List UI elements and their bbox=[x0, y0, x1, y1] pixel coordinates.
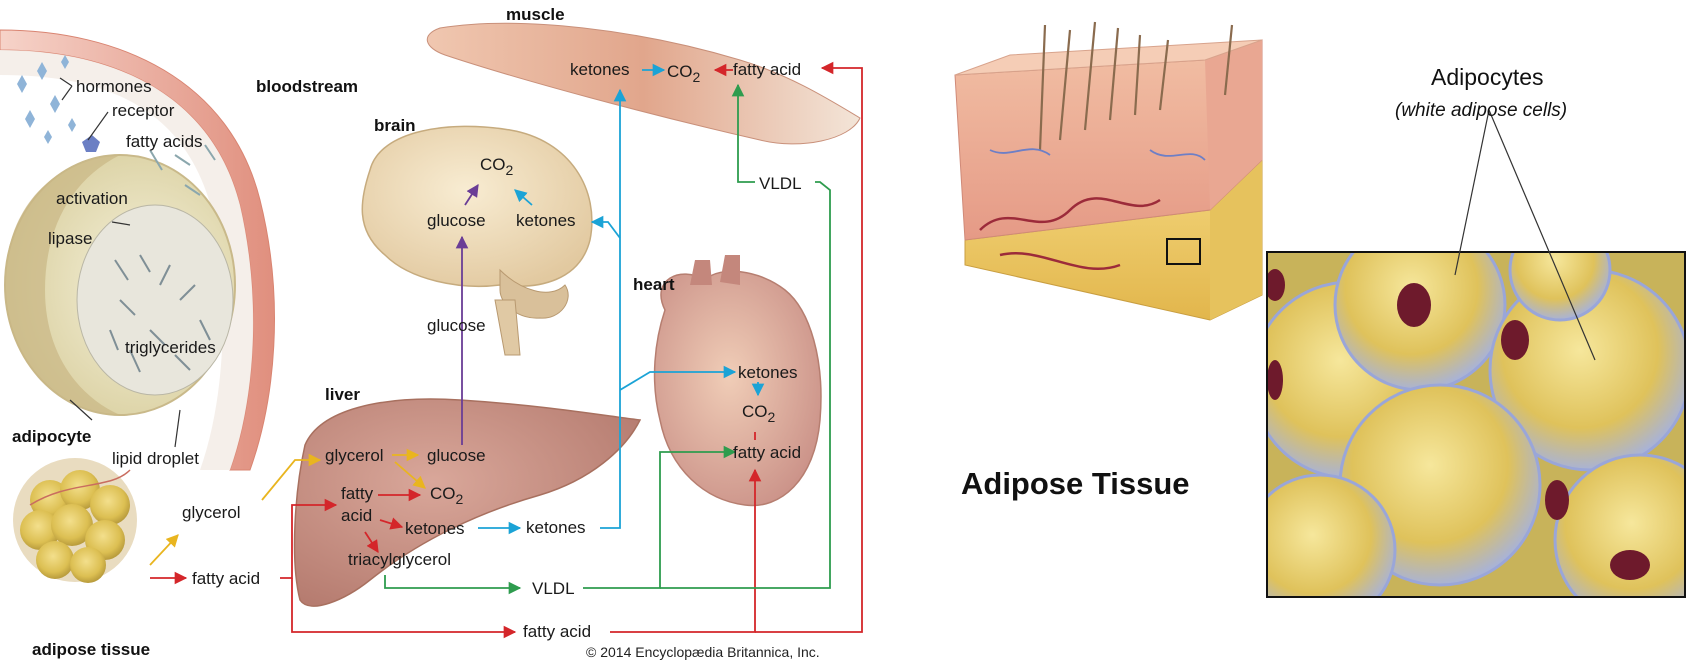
arrow-fatty-acid-to-liver bbox=[280, 498, 338, 579]
skin-nerves bbox=[989, 148, 1206, 161]
callout-pointer-left bbox=[1454, 109, 1490, 276]
nucleus bbox=[1397, 283, 1431, 327]
liver-illustration bbox=[293, 398, 642, 607]
label-brain: brain bbox=[374, 116, 416, 135]
brain-illustration bbox=[361, 125, 593, 356]
label-liver-ketones: ketones bbox=[405, 519, 465, 538]
label-lipid-droplet: lipid droplet bbox=[112, 449, 199, 468]
nucleus bbox=[1267, 269, 1285, 301]
label-adipocyte: adipocyte bbox=[12, 427, 91, 446]
arrow-ketones-trunk bbox=[600, 88, 627, 529]
label-muscle: muscle bbox=[506, 5, 565, 24]
arrow-fatty-acid-bottom bbox=[291, 578, 517, 639]
label-lipase: lipase bbox=[48, 229, 92, 248]
label-liver: liver bbox=[325, 385, 360, 404]
arrow-liver-acid-triacyl bbox=[364, 531, 379, 554]
arrow-liver-glycerol-co2 bbox=[394, 461, 426, 489]
adipose-tissue-title: Adipose Tissue bbox=[961, 466, 1190, 501]
nucleus bbox=[1545, 480, 1569, 520]
label-hormones: hormones bbox=[76, 77, 152, 96]
pointer-lines bbox=[59, 77, 181, 448]
label-adipose-tissue: adipose tissue bbox=[32, 640, 150, 659]
label-heart-fatty-acid: fatty acid bbox=[733, 443, 801, 462]
label-bloodstream: bloodstream bbox=[256, 77, 358, 96]
label-receptor: receptor bbox=[112, 101, 175, 120]
nucleus bbox=[1267, 360, 1283, 400]
skin-cross-section bbox=[954, 21, 1263, 321]
arrow-vldl-to-muscle bbox=[660, 181, 831, 589]
label-heart-ketones: ketones bbox=[738, 363, 798, 382]
arrow-liver-acid-ketones bbox=[379, 517, 404, 530]
arrow-glycerol-to-liver bbox=[261, 453, 322, 501]
arrow-vldl-up bbox=[731, 83, 755, 183]
label-liver-fatty: fatty bbox=[341, 484, 374, 503]
pathway-arrows bbox=[149, 61, 863, 639]
nucleus bbox=[1501, 320, 1529, 360]
label-glucose-path: glucose bbox=[427, 316, 486, 335]
label-vldl-top: VLDL bbox=[759, 174, 802, 193]
label-liver-glycerol: glycerol bbox=[325, 446, 384, 465]
skin-blood-vessels bbox=[979, 197, 1161, 271]
label-fatty-acids: fatty acids bbox=[126, 132, 203, 151]
arrow-glycerol-out bbox=[149, 534, 179, 566]
label-brain-glucose: glucose bbox=[427, 211, 486, 230]
label-muscle-co2: CO2 bbox=[667, 62, 701, 85]
receptor-shape bbox=[82, 135, 100, 152]
label-liver-glucose: glucose bbox=[427, 446, 486, 465]
arrow-liver-vldl bbox=[384, 575, 522, 595]
label-activation: activation bbox=[56, 189, 128, 208]
label-glycerol-out: glycerol bbox=[182, 503, 241, 522]
arrow-fatty-acid-to-muscle bbox=[755, 61, 863, 633]
arrow-ketones-to-heart bbox=[619, 365, 737, 391]
label-liver-co2: CO2 bbox=[430, 484, 464, 507]
copyright-notice: © 2014 Encyclopædia Britannica, Inc. bbox=[586, 644, 820, 660]
callout-pointer-right bbox=[1488, 109, 1596, 361]
arrow-ketones-to-brain bbox=[590, 215, 621, 239]
label-muscle-ketones: ketones bbox=[570, 60, 630, 79]
adipocytes-callout-title: Adipocytes bbox=[1431, 64, 1544, 90]
arrow-brain-ketones-co2 bbox=[514, 189, 533, 206]
label-heart-co2: CO2 bbox=[742, 402, 776, 425]
label-fatty-acid-out: fatty acid bbox=[192, 569, 260, 588]
diagram-labels: muscle bloodstream hormones receptor fat… bbox=[12, 5, 820, 660]
label-liver-triacylglycerol: triacylglycerol bbox=[348, 550, 451, 569]
hair-strands bbox=[1038, 21, 1234, 151]
adipocyte-cell bbox=[4, 135, 236, 416]
label-ketones-out: ketones bbox=[526, 518, 586, 537]
bloodstream-vessel bbox=[0, 29, 275, 471]
label-liver-acid: acid bbox=[341, 506, 372, 525]
zoom-region-marker bbox=[1166, 238, 1201, 265]
fatty-acid-molecules bbox=[149, 144, 216, 196]
arrow-brain-glucose-co2 bbox=[464, 183, 479, 206]
label-brain-ketones: ketones bbox=[516, 211, 576, 230]
adipocyte-zoom-panel bbox=[1266, 109, 1686, 598]
heart-illustration bbox=[653, 255, 822, 507]
label-triglycerides: triglycerides bbox=[125, 338, 216, 357]
label-vldl-bottom: VLDL bbox=[532, 579, 575, 598]
nucleus bbox=[1610, 550, 1650, 580]
arrow-vldl-to-heart bbox=[583, 445, 737, 589]
adipocytes-callout-subtitle: (white adipose cells) bbox=[1395, 100, 1567, 121]
hormone-molecules bbox=[17, 55, 76, 144]
adipose-tissue-cluster bbox=[13, 458, 137, 583]
triglyceride-molecules bbox=[109, 254, 211, 373]
label-heart: heart bbox=[633, 275, 675, 294]
label-brain-co2: CO2 bbox=[480, 155, 514, 178]
muscle-illustration bbox=[427, 22, 861, 145]
label-fatty-acid-bottom: fatty acid bbox=[523, 622, 591, 641]
label-muscle-fatty-acid: fatty acid bbox=[733, 60, 801, 79]
